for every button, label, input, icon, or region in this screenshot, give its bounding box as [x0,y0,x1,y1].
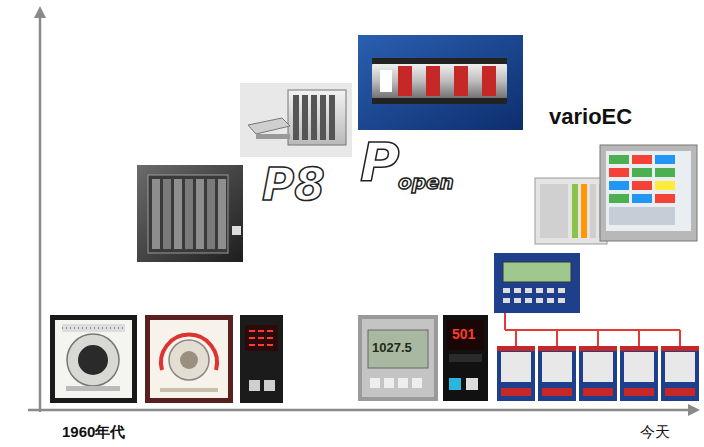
axis-label: 1960年代 [62,424,125,439]
networked-controllers [494,253,699,401]
dial-controller [50,315,137,403]
brand-name: varioEC [549,106,632,128]
logo-text: open [398,172,454,192]
dial-controller [145,315,233,403]
axes [28,6,700,416]
varioec-system [535,145,697,244]
popen-system [358,35,523,130]
rack-system [137,165,243,262]
digital-controller [443,315,488,401]
p8-system [240,83,352,157]
logo-text: P [360,136,400,190]
digital-controller [240,315,283,403]
axis-label: 今天 [640,424,670,439]
display-reading: 501 [452,327,475,341]
logo-text: P8 [262,163,325,207]
digital-controller [358,315,438,401]
display-reading: 1027.5 [372,341,412,354]
